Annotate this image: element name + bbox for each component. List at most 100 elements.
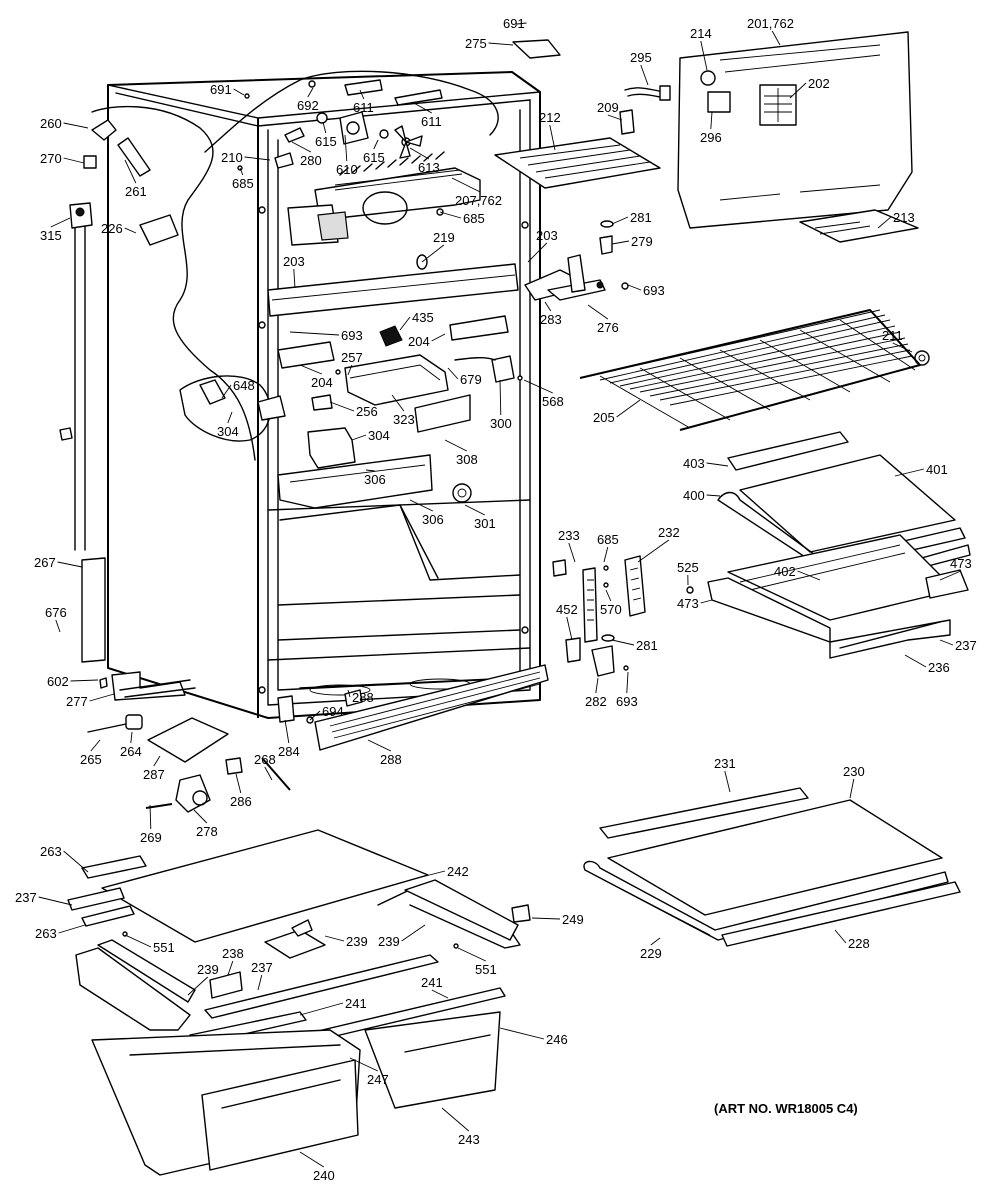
- part-label-283: 283: [540, 312, 562, 327]
- part-label-214: 214: [690, 26, 712, 41]
- part-label-296: 296: [700, 130, 722, 145]
- leader-line-237a: [939, 639, 954, 646]
- part-label-209: 209: [597, 100, 619, 115]
- part-label-269: 269: [140, 830, 162, 845]
- part-label-281b: 281: [636, 638, 658, 653]
- part-label-611b: 611: [421, 114, 442, 129]
- part-label-268: 268: [254, 752, 276, 767]
- part-label-551b: 551: [475, 962, 497, 977]
- leader-line-304a: [227, 411, 233, 424]
- leader-line-269: [149, 804, 152, 830]
- part-label-230: 230: [843, 764, 865, 779]
- part-label-308: 308: [456, 452, 478, 467]
- leader-line-239a: [324, 935, 345, 942]
- leader-line-295: [640, 64, 649, 86]
- part-label-304b: 304: [368, 428, 390, 443]
- leader-line-226: [124, 227, 137, 234]
- part-label-613: 613: [418, 160, 440, 175]
- leader-line-257: [347, 364, 353, 376]
- leader-line-288a: [347, 689, 351, 698]
- leader-line-323: [391, 394, 405, 412]
- part-label-693c: 693: [616, 694, 638, 709]
- part-label-240: 240: [313, 1168, 335, 1183]
- part-label-257: 257: [341, 350, 363, 365]
- part-label-278: 278: [196, 824, 218, 839]
- leader-line-237c: [257, 974, 263, 991]
- part-label-207: 207,762: [455, 193, 502, 208]
- meat-pan-assembly: [686, 431, 971, 659]
- leader-line-203a: [527, 242, 548, 263]
- leader-line-246: [499, 1027, 545, 1040]
- part-label-691b: 691: [210, 82, 232, 97]
- part-label-301: 301: [474, 516, 496, 531]
- leader-line-270: [63, 157, 85, 164]
- part-label-241a: 241: [345, 996, 367, 1011]
- leader-line-691b: [233, 88, 245, 96]
- leader-line-264: [130, 731, 133, 744]
- leader-line-615a: [322, 121, 327, 134]
- part-label-226: 226: [101, 221, 123, 236]
- leader-line-230: [849, 778, 855, 799]
- leader-lines: [38, 22, 961, 1168]
- leader-line-211: [892, 342, 913, 353]
- part-label-270: 270: [40, 151, 62, 166]
- leader-line-205: [616, 399, 641, 418]
- leader-line-238: [227, 960, 234, 976]
- part-label-284: 284: [278, 744, 300, 759]
- part-label-275: 275: [465, 36, 487, 51]
- leader-line-281b: [611, 639, 635, 646]
- part-label-249: 249: [562, 912, 584, 927]
- crisper-assembly: [67, 829, 531, 1176]
- shelf-rails: [552, 555, 646, 677]
- leader-line-275: [488, 42, 514, 46]
- part-label-203a: 203: [536, 228, 558, 243]
- part-label-568: 568: [542, 394, 564, 409]
- leader-line-692: [307, 87, 314, 98]
- glass-shelf-assembly: [583, 787, 961, 947]
- part-label-685a: 685: [232, 176, 254, 191]
- part-label-648: 648: [233, 378, 255, 393]
- fresh-food-components: [199, 254, 629, 509]
- leader-line-400: [706, 494, 721, 497]
- leader-line-279: [611, 240, 630, 245]
- part-label-237c: 237: [251, 960, 273, 975]
- leader-line-207: [451, 177, 481, 193]
- leader-line-694: [309, 710, 321, 721]
- leader-line-237b: [38, 896, 73, 906]
- leader-line-233: [568, 542, 576, 563]
- part-label-232: 232: [658, 525, 680, 540]
- part-label-570: 570: [600, 602, 622, 617]
- part-label-203b: 203: [283, 254, 305, 269]
- part-label-400: 400: [683, 488, 705, 503]
- leader-line-263b: [58, 924, 86, 934]
- part-label-213: 213: [893, 210, 915, 225]
- leader-line-452: [566, 616, 573, 641]
- cutaway-outline: [91, 70, 499, 461]
- part-label-267: 267: [34, 555, 56, 570]
- part-label-288b: 288: [380, 752, 402, 767]
- part-label-264: 264: [120, 744, 142, 759]
- leader-line-232: [637, 539, 670, 563]
- leader-line-260: [63, 122, 89, 129]
- leader-line-676: [55, 619, 61, 633]
- leader-line-214: [700, 40, 708, 71]
- leader-line-288b: [367, 739, 391, 752]
- leader-line-204a: [431, 333, 446, 342]
- part-label-300: 300: [490, 416, 512, 431]
- part-label-323: 323: [393, 412, 415, 427]
- leader-line-213: [877, 216, 892, 229]
- leader-line-231: [724, 770, 731, 793]
- leader-line-256: [329, 401, 355, 412]
- leader-line-240: [299, 1151, 325, 1168]
- leader-line-648: [221, 384, 232, 399]
- part-label-602: 602: [47, 674, 69, 689]
- part-label-306b: 306: [422, 512, 444, 527]
- part-label-282: 282: [585, 694, 607, 709]
- part-label-679: 679: [460, 372, 482, 387]
- part-label-236: 236: [928, 660, 950, 675]
- part-label-233: 233: [558, 528, 580, 543]
- part-label-615b: 615: [363, 150, 385, 165]
- part-label-276: 276: [597, 320, 619, 335]
- leader-line-570: [605, 589, 612, 602]
